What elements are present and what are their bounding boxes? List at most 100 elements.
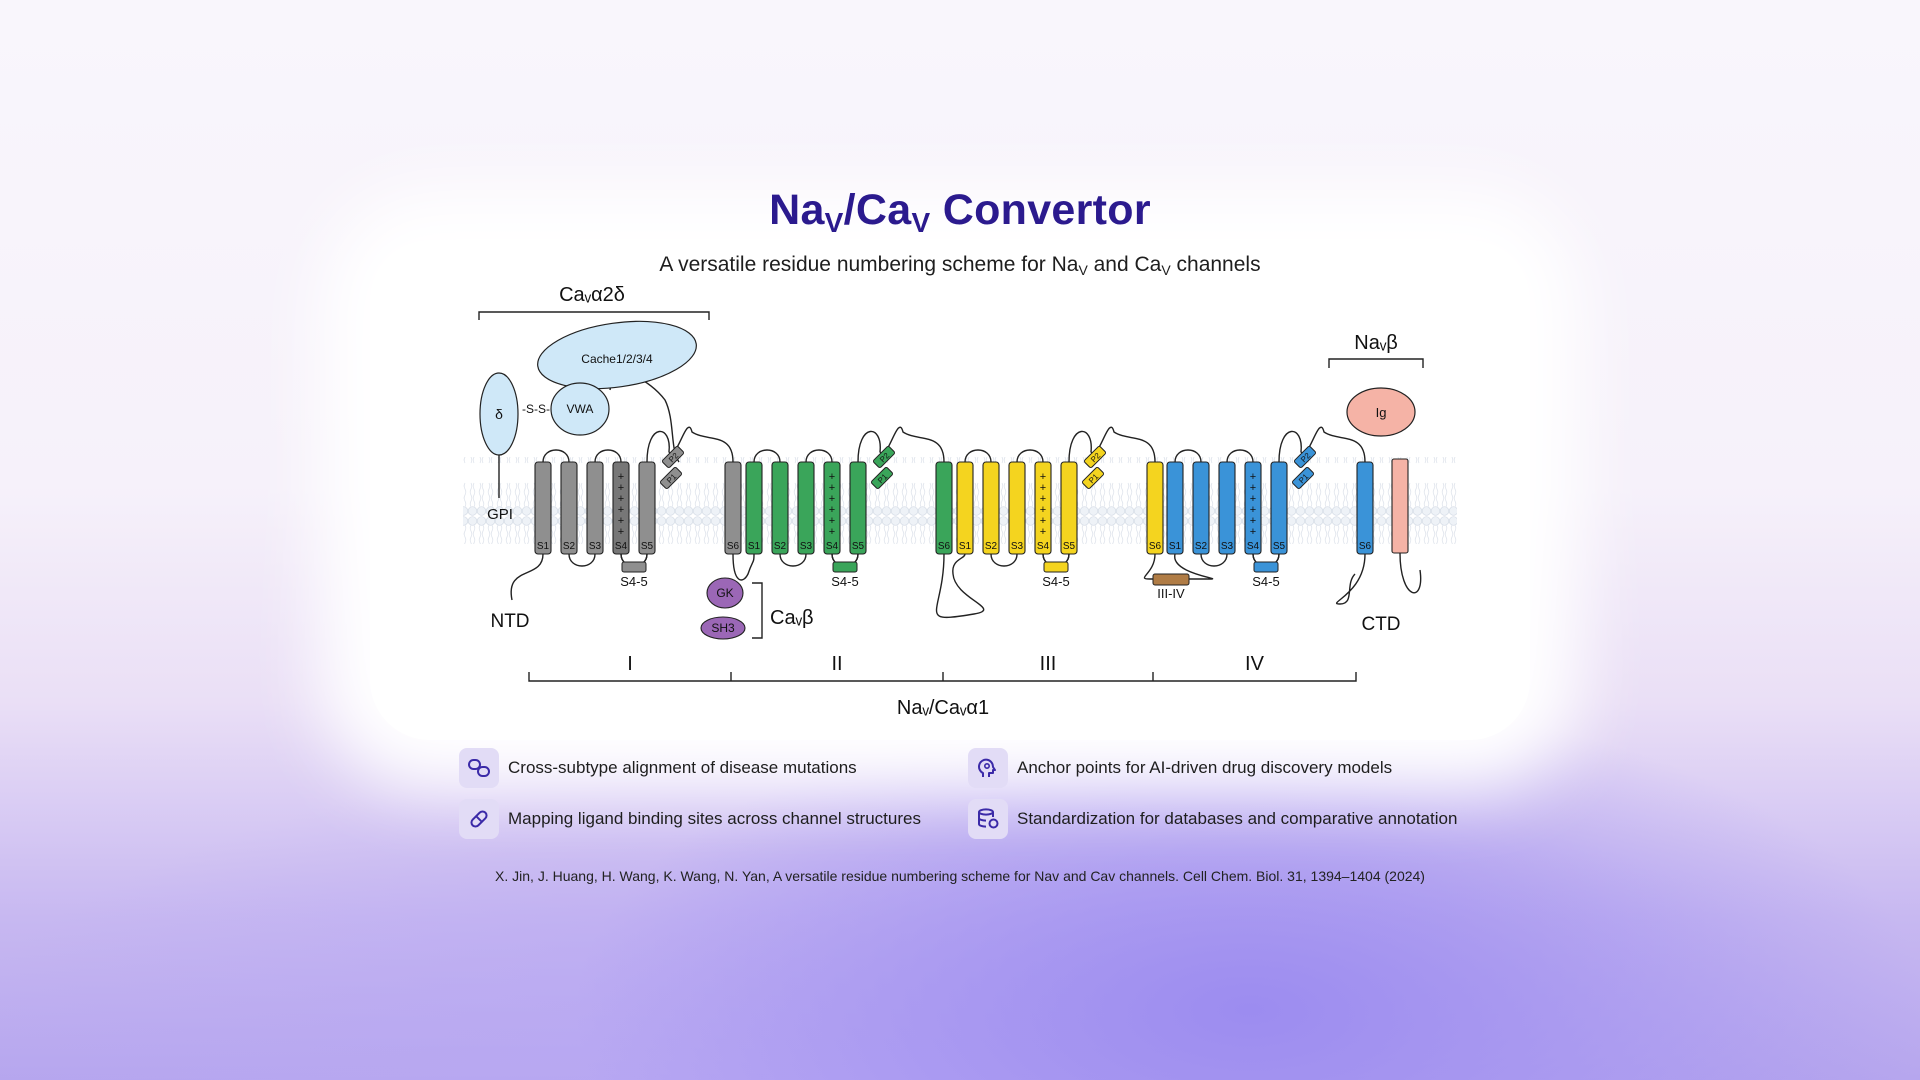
feature-item-ligand: Mapping ligand binding sites across chan…	[459, 799, 921, 839]
segment-label: S1	[537, 541, 550, 552]
p1-helix: P1	[1082, 467, 1104, 489]
gk-domain	[706, 577, 744, 609]
gating-charge: +	[618, 515, 624, 527]
navb-label: Naᵥβ	[1354, 332, 1398, 354]
helix-s5	[638, 461, 656, 555]
navb-bracket	[1328, 358, 1424, 368]
helix-s3	[586, 461, 604, 555]
pore-loop	[857, 426, 945, 463]
a2d-bracket	[478, 311, 710, 320]
p1-helix-body	[1292, 467, 1314, 489]
ntd-label: NTD	[490, 611, 529, 632]
s45-linker-helix	[1043, 561, 1069, 573]
helix-s3	[1008, 461, 1026, 555]
s45-label: S4-5	[831, 574, 858, 589]
helix-s3	[797, 461, 815, 555]
gating-charge: +	[1040, 515, 1046, 527]
segment-label: S2	[774, 541, 787, 552]
p2-helix-body	[1084, 446, 1106, 468]
feature-item-database: Standardization for databases and compar…	[968, 799, 1457, 839]
pore-loop	[646, 426, 734, 463]
p2-helix-body	[873, 446, 895, 468]
pore-loop	[1278, 426, 1366, 463]
extracellular-loop	[1226, 449, 1254, 463]
segment-label: S1	[1169, 541, 1182, 552]
segment-label: S2	[563, 541, 576, 552]
gating-charge: +	[1250, 482, 1256, 494]
segment-label: S5	[1063, 541, 1076, 552]
page-title: NaV/CaV Convertor	[769, 186, 1151, 238]
s45-linker-helix	[832, 561, 858, 573]
gating-charge: +	[829, 471, 835, 483]
p1-helix-body	[660, 467, 682, 489]
domain-label-1: I	[627, 653, 633, 675]
p1-helix-body	[871, 467, 893, 489]
gating-charge: +	[1250, 515, 1256, 527]
segment-label: S3	[589, 541, 602, 552]
segment-label: S6	[938, 541, 951, 552]
domain-connector	[732, 553, 755, 581]
s45-linker-helix	[621, 561, 647, 573]
intracellular-loop	[1200, 553, 1228, 567]
cavb-bracket	[752, 582, 763, 639]
cache-domain	[537, 320, 697, 390]
segment-label: S2	[985, 541, 998, 552]
gating-charge: +	[829, 515, 835, 527]
gating-charge: +	[618, 471, 624, 483]
intracellular-loop	[779, 553, 807, 567]
helix-s2	[560, 461, 578, 555]
domain-connector	[1143, 553, 1214, 580]
domain-label-3: III	[1040, 653, 1057, 675]
helix-s3	[1218, 461, 1236, 555]
sh3-label: SH3	[711, 621, 735, 635]
helix-s5	[849, 461, 867, 555]
gating-charge: +	[618, 482, 624, 494]
helix-s1	[956, 461, 974, 555]
gating-charge: +	[1040, 471, 1046, 483]
p2-helix-body	[1294, 446, 1316, 468]
extracellular-loop	[805, 449, 833, 463]
segment-label: S3	[1221, 541, 1234, 552]
s45-label: S4-5	[1252, 574, 1279, 589]
gating-charge: +	[1250, 471, 1256, 483]
helix-s4	[612, 461, 630, 555]
domain-label-2: II	[831, 653, 842, 675]
extracellular-loop	[594, 449, 622, 463]
extracellular-loop	[1174, 449, 1202, 463]
helix-s6	[1146, 461, 1164, 555]
delta-label: δ	[495, 406, 503, 422]
gating-charge: +	[829, 482, 835, 494]
feature-item-mutations: Cross-subtype alignment of disease mutat…	[459, 748, 857, 788]
gating-charge: +	[1040, 493, 1046, 505]
s45-linker-helix	[1253, 561, 1279, 573]
alpha1-axis-label: Naᵥ/Caᵥα1	[897, 697, 989, 719]
cavb-label: Caᵥβ	[770, 607, 814, 629]
p2-helix-body	[662, 446, 684, 468]
segment-label: S4	[615, 541, 628, 552]
gating-charge: +	[618, 493, 624, 505]
domain-connector	[935, 553, 985, 619]
gating-charge: +	[1040, 526, 1046, 538]
gating-charge: +	[1250, 493, 1256, 505]
gating-charge: +	[1250, 526, 1256, 538]
ig-label: Ig	[1376, 405, 1387, 420]
page-subtitle: A versatile residue numbering scheme for…	[659, 253, 1261, 278]
navb-tm-helix	[1391, 458, 1409, 554]
chain-link-icon	[459, 748, 499, 788]
s45-label: S4-5	[1042, 574, 1069, 589]
ntd-tail	[510, 553, 544, 601]
segment-label: S6	[1149, 541, 1162, 552]
helix-s4	[823, 461, 841, 555]
helix-s2	[771, 461, 789, 555]
segment-label: S4	[1037, 541, 1050, 552]
segment-label: S5	[1273, 541, 1286, 552]
helix-s6	[724, 461, 742, 555]
segment-label: S2	[1195, 541, 1208, 552]
helix-s1	[534, 461, 552, 555]
extracellular-loop	[542, 449, 570, 463]
gating-charge: +	[1040, 482, 1046, 494]
segment-label: S3	[800, 541, 813, 552]
gk-label: GK	[716, 586, 733, 600]
ai-head-icon	[968, 748, 1008, 788]
segment-label: S1	[748, 541, 761, 552]
